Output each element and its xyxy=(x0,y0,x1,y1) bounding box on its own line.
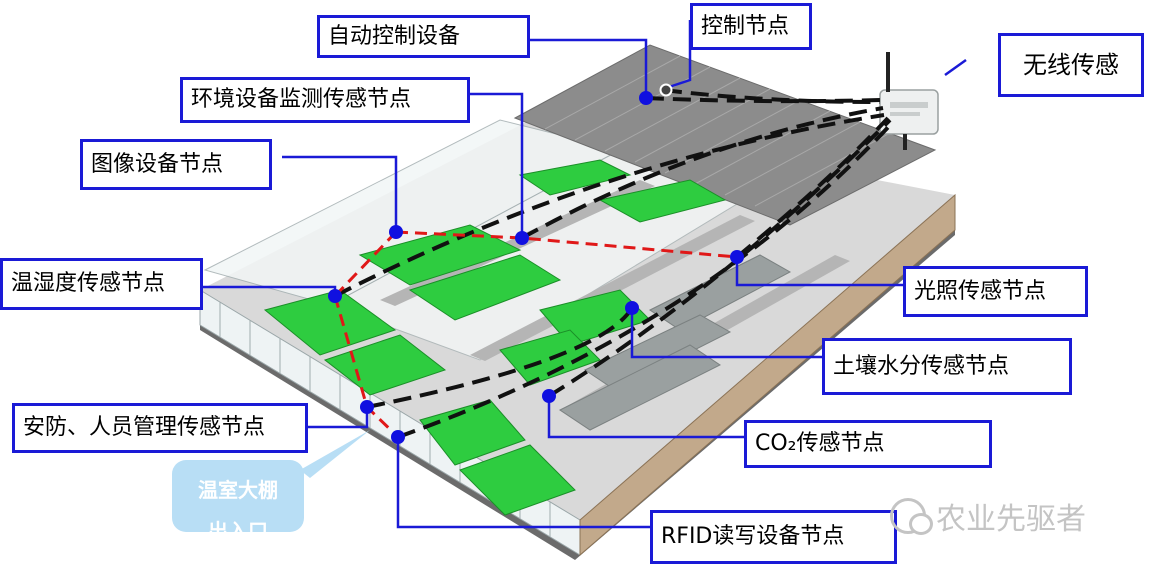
label-control-node: 控制节点 xyxy=(690,3,812,50)
label-rfid: RFID读写设备节点 xyxy=(650,510,897,564)
sensor-nodes xyxy=(328,83,744,444)
node-env-monitor xyxy=(515,231,529,245)
wechat-icon xyxy=(890,498,933,535)
label-env-monitor: 环境设备监测传感节点 xyxy=(180,77,470,123)
link-co2-wireless xyxy=(397,120,895,439)
node-auto-control xyxy=(639,91,653,105)
node-soil xyxy=(625,301,639,315)
node-rfid xyxy=(391,430,405,444)
link-light-wireless xyxy=(735,116,890,259)
drainage-grates xyxy=(559,254,792,431)
link-image-wireless xyxy=(334,113,885,298)
node-light xyxy=(730,250,744,264)
node-temp-humidity xyxy=(328,289,342,303)
watermark: 农业先驱者 xyxy=(890,494,1086,538)
link-soil-wireless xyxy=(547,118,892,398)
node-security xyxy=(360,400,374,414)
link-autocontrol-wireless xyxy=(645,96,883,104)
node-image xyxy=(389,225,403,239)
label-wireless: 无线传感 xyxy=(998,33,1144,97)
link-image-env xyxy=(395,230,738,259)
entrance-line2: 出入口 xyxy=(208,519,268,532)
label-security: 安防、人员管理传感节点 xyxy=(12,403,308,453)
plant-beds xyxy=(263,159,727,516)
label-image-node: 图像设备节点 xyxy=(80,139,272,190)
entrance-line1: 温室大棚 xyxy=(198,478,278,502)
node-control xyxy=(659,83,673,97)
wireless-sensor-device xyxy=(879,52,939,150)
label-soil-moisture: 土壤水分传感节点 xyxy=(822,338,1072,395)
watermark-text: 农业先驱者 xyxy=(936,502,1086,537)
link-image-temp xyxy=(333,230,398,298)
leader-lines xyxy=(203,20,967,529)
node-co2 xyxy=(542,389,556,403)
greenhouse-entrance-label: 温室大棚 出入口 xyxy=(172,460,304,532)
link-security-wireless xyxy=(366,306,634,409)
label-co2: CO₂传感节点 xyxy=(744,420,992,468)
label-auto-control: 自动控制设备 xyxy=(317,15,530,58)
link-env-wireless xyxy=(521,106,884,240)
wireless-links xyxy=(334,88,895,439)
label-temp-humidity: 温湿度传感节点 xyxy=(0,258,203,310)
label-light: 光照传感节点 xyxy=(903,266,1088,317)
entrance-pointer xyxy=(300,430,370,478)
